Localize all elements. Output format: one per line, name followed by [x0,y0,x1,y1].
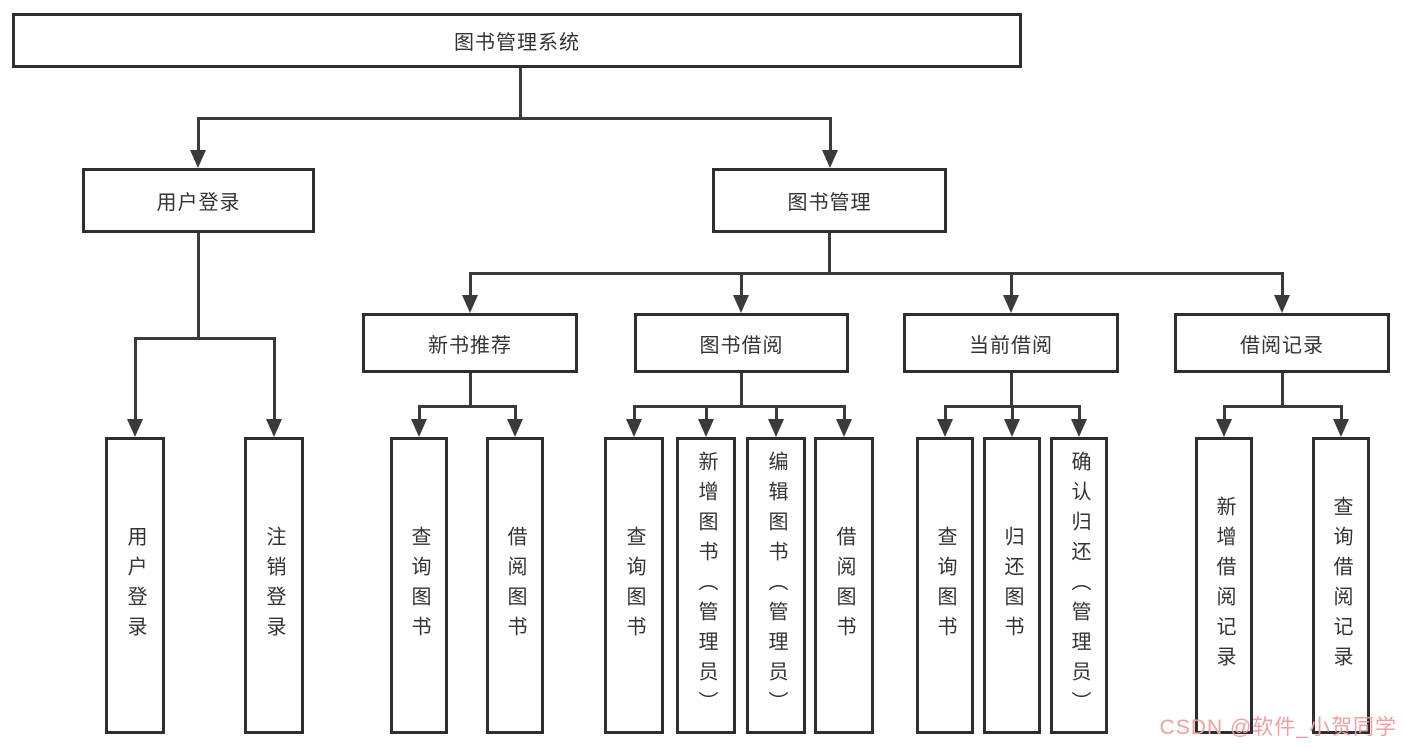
connector [705,405,708,419]
connector [197,233,200,340]
connector [775,405,778,419]
leaf-query-borrow-record: 查询借阅记录 [1312,437,1370,734]
node-current-borrowing: 当前借阅 [903,313,1119,373]
connector [843,405,846,419]
leaf-query-books-recommend: 查询图书 [390,437,448,734]
node-borrowing-records-label: 借阅记录 [1240,334,1324,357]
connector [469,373,472,407]
leaf-borrow-books-recommend-label: 借阅图书 [504,525,526,646]
arrow-down-icon [1004,419,1020,437]
leaf-add-borrow-record: 新增借阅记录 [1195,437,1253,734]
connector [828,233,831,275]
leaf-logout-label: 注销登录 [263,525,285,646]
node-borrowing-records: 借阅记录 [1174,313,1390,373]
csdn-watermark: CSDN @软件_小贺同学 [1159,716,1397,739]
connector [1340,405,1343,419]
leaf-query-books-borrowing: 查询图书 [604,437,664,734]
node-user-login-label: 用户登录 [156,192,241,214]
arrow-down-icon [1216,419,1232,437]
connector [1078,405,1081,419]
leaf-borrow-books-borrowing: 借阅图书 [814,437,874,734]
leaf-query-borrow-record-label: 查询借阅记录 [1330,495,1352,676]
connector [1223,405,1226,419]
node-root-label: 图书管理系统 [454,32,580,54]
connector [1281,272,1284,295]
arrow-down-icon [698,419,714,437]
leaf-edit-book-admin: 编辑图书（管理员） [746,437,806,734]
leaf-borrow-books-borrowing-label: 借阅图书 [833,525,855,646]
leaf-logout: 注销登录 [244,437,304,734]
connector [273,337,276,419]
arrow-down-icon [768,419,784,437]
leaf-edit-book-admin-label: 编辑图书（管理员） [765,450,787,721]
node-book-management-label: 图书管理 [787,192,872,214]
leaf-add-borrow-record-label: 新增借阅记录 [1213,495,1235,676]
arrow-down-icon [1333,419,1349,437]
leaf-return-books: 归还图书 [983,437,1041,734]
leaf-query-books-current-label: 查询图书 [934,525,956,646]
leaf-user-login-label: 用户登录 [124,525,146,646]
connector [740,373,743,407]
leaf-add-book-admin: 新增图书（管理员） [676,437,736,734]
connector [1281,373,1284,407]
arrow-down-icon [1003,295,1019,313]
arrow-down-icon [937,419,953,437]
arrow-down-icon [1274,295,1290,313]
arrow-down-icon [266,419,282,437]
node-current-borrowing-label: 当前借阅 [969,334,1053,357]
arrow-down-icon [190,150,206,168]
leaf-confirm-return-admin-label: 确认归还（管理员） [1068,450,1090,721]
arrow-down-icon [733,295,749,313]
connector [197,117,832,120]
node-book-borrowing-label: 图书借阅 [699,334,784,357]
connector [418,405,517,408]
arrow-down-icon [1071,419,1087,437]
arrow-down-icon [462,295,478,313]
arrow-down-icon [626,419,642,437]
leaf-query-books-borrowing-label: 查询图书 [623,525,645,646]
connector [469,272,472,295]
leaf-query-books-recommend-label: 查询图书 [408,525,430,646]
connector [633,405,845,408]
connector [1010,373,1013,407]
node-new-book-recommend-label: 新书推荐 [428,334,512,357]
connector [944,405,947,419]
leaf-return-books-label: 归还图书 [1001,525,1023,646]
connector [1011,405,1014,419]
connector [1223,405,1343,408]
node-book-management: 图书管理 [712,168,947,233]
leaf-user-login: 用户登录 [105,437,165,734]
node-book-borrowing: 图书借阅 [634,313,849,373]
connector [514,405,517,419]
leaf-add-book-admin-label: 新增图书（管理员） [695,450,717,721]
connector [469,272,1284,275]
node-root: 图书管理系统 [12,13,1022,68]
node-new-book-recommend: 新书推荐 [362,313,578,373]
arrow-down-icon [822,150,838,168]
connector [740,272,743,295]
leaf-query-books-current: 查询图书 [916,437,974,734]
node-user-login: 用户登录 [82,168,315,233]
connector [519,68,522,117]
leaf-confirm-return-admin: 确认归还（管理员） [1050,437,1108,734]
leaf-borrow-books-recommend: 借阅图书 [486,437,544,734]
connector [1010,272,1013,295]
connector [418,405,421,419]
connector [829,117,832,152]
arrow-down-icon [507,419,523,437]
connector [197,117,200,152]
arrow-down-icon [127,419,143,437]
connector [633,405,636,419]
arrow-down-icon [836,419,852,437]
connector [134,337,137,419]
connector [134,337,276,340]
arrow-down-icon [411,419,427,437]
